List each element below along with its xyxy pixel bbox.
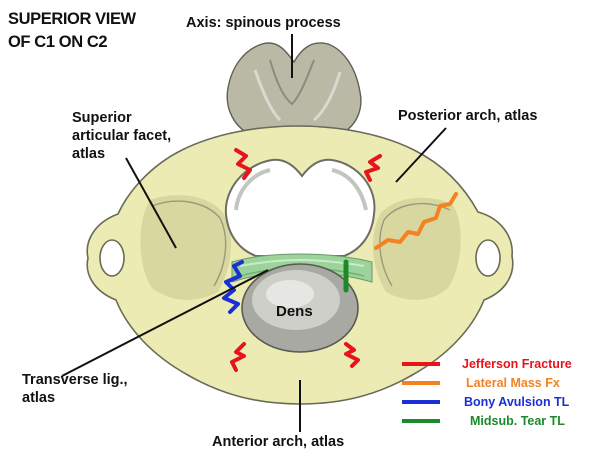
label-superior-facet-line2: articular facet, — [72, 128, 171, 144]
axis-spinous-process — [226, 42, 362, 135]
title-line-1: SUPERIOR VIEW — [8, 10, 137, 28]
title-line-2: OF C1 ON C2 — [8, 33, 107, 51]
leader-superior-facet — [125, 157, 177, 249]
jefferson-fracture-mark-anterior-right — [344, 342, 360, 368]
label-transverse-lig-line2: atlas — [22, 390, 55, 406]
legend-label-lateral-mass: Lateral Mass Fx — [466, 376, 560, 390]
dens-label: Dens — [276, 303, 313, 320]
legend-label-jefferson: Jefferson Fracture — [462, 357, 572, 371]
jefferson-fracture-mark-anterior-left — [230, 342, 246, 372]
dens: Dens — [241, 263, 359, 353]
legend-label-midsub-tear: Midsub. Tear TL — [470, 414, 565, 428]
label-anterior-arch: Anterior arch, atlas — [212, 434, 344, 450]
label-axis-spinous-process: Axis: spinous process — [186, 15, 341, 31]
label-superior-facet-line1: Superior — [72, 110, 132, 126]
label-transverse-lig-line1: Transverse lig., — [22, 372, 128, 388]
jefferson-fracture-mark-posterior-right — [364, 154, 382, 182]
legend-label-bony-avulsion: Bony Avulsion TL — [464, 395, 570, 409]
label-posterior-arch: Posterior arch, atlas — [398, 108, 537, 124]
legend: Jefferson Fracture Lateral Mass Fx Bony … — [402, 357, 572, 428]
bony-avulsion-mark — [222, 260, 244, 314]
leader-transverse-lig — [61, 269, 269, 377]
lateral-mass-fracture-mark — [374, 192, 458, 250]
label-superior-facet-line3: atlas — [72, 146, 105, 162]
leader-posterior-arch — [395, 127, 447, 183]
jefferson-fracture-mark-posterior-left — [234, 148, 252, 180]
